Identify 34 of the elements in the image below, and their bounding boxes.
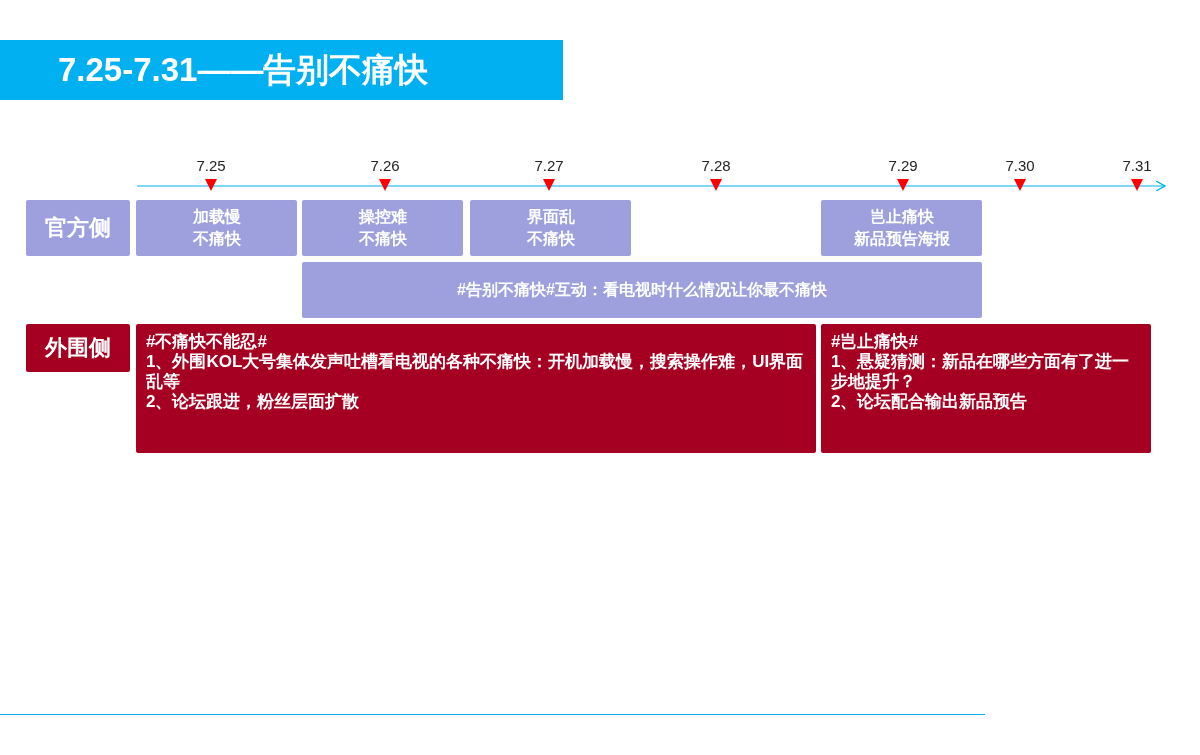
box-text: 2、论坛配合输出新品预告 xyxy=(831,392,1028,412)
hashtag-heading: #不痛快不能忍# xyxy=(146,332,267,352)
hashtag-heading: #岂止痛快# xyxy=(831,332,918,352)
box-text: 加载慢 xyxy=(192,207,241,227)
box-text: 不痛快 xyxy=(192,229,241,249)
event-box xyxy=(470,200,631,256)
box-text: 界面乱 xyxy=(526,207,575,227)
date-label: 7.29 xyxy=(888,157,918,174)
box-text: 官方侧 xyxy=(45,217,111,239)
date-label: 7.31 xyxy=(1122,157,1152,174)
date-label: 7.25 xyxy=(196,157,226,174)
box-text: 新品预告海报 xyxy=(853,229,950,249)
row-header xyxy=(26,324,130,372)
box-text: 操控难 xyxy=(358,207,407,227)
box-text: #告别不痛快#互动：看电视时什么情况让你最不痛快 xyxy=(457,280,827,300)
event-box xyxy=(302,200,463,256)
event-box xyxy=(136,324,816,453)
box-text: 外围侧 xyxy=(45,337,111,359)
event-box xyxy=(302,262,982,318)
date-label: 7.27 xyxy=(534,157,564,174)
title: 7.25-7.31——告别不痛快 xyxy=(58,49,429,90)
box-text: 岂止痛快 xyxy=(869,207,934,227)
date-label: 7.26 xyxy=(370,157,400,174)
box-text: 1、外围KOL大号集体发声吐槽看电视的各种不痛快：开机加载慢，搜索操作难，UI界面乱等 xyxy=(146,352,805,392)
row-header xyxy=(26,200,130,256)
date-label: 7.30 xyxy=(1005,157,1035,174)
event-box xyxy=(136,200,297,256)
box-text: 1、悬疑猜测：新品在哪些方面有了进一步地提升？ xyxy=(831,352,1131,392)
box-text: 不痛快 xyxy=(358,229,407,249)
date-label: 7.28 xyxy=(701,157,731,174)
box-text: 不痛快 xyxy=(526,229,575,249)
box-text: 2、论坛跟进，粉丝层面扩散 xyxy=(146,392,360,412)
event-box xyxy=(821,200,982,256)
event-box xyxy=(821,324,1151,453)
